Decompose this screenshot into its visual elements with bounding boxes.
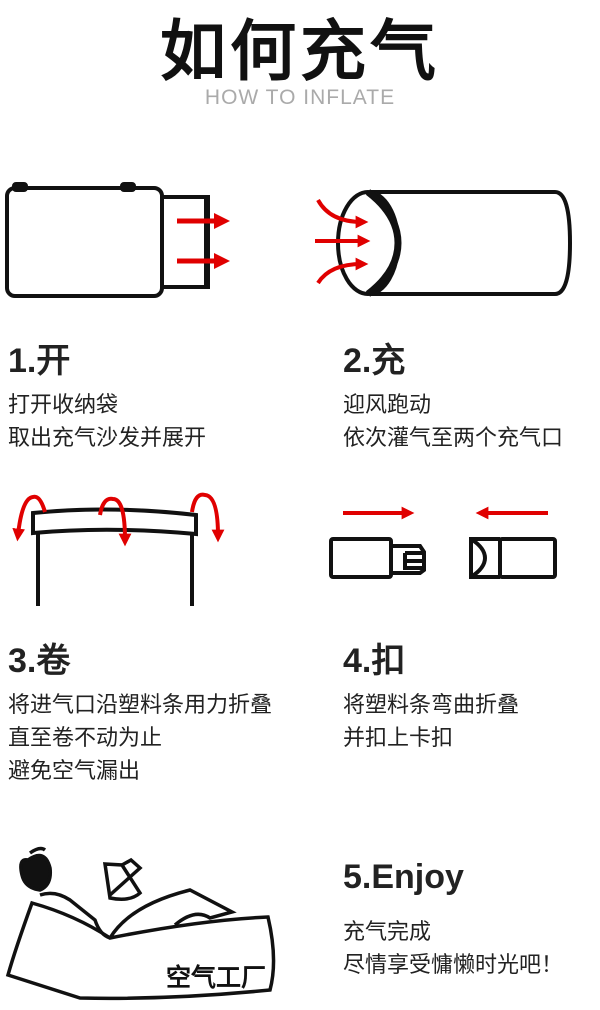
step-4-line: 并扣上卡扣 <box>343 726 454 751</box>
step-3-line: 将进气口沿塑料条用力折叠 <box>8 693 273 718</box>
step-3-line: 直至卷不动为止 <box>8 726 163 751</box>
step-2-title: 2.充 <box>343 342 406 380</box>
step-4-title: 4.扣 <box>343 642 406 680</box>
step-1-line: 取出充气沙发并展开 <box>8 426 207 451</box>
step-3-body: 将进气口沿塑料条用力折叠 直至卷不动为止 避免空气漏出 <box>8 689 272 788</box>
sofa-logo-text: 空气工厂 <box>166 963 266 992</box>
bag-open-illustration <box>5 182 231 298</box>
page-title: 如何充气 <box>160 13 440 90</box>
step-5-line: 尽情享受慵懒时光吧！ <box>343 953 564 978</box>
step-1-line: 打开收纳袋 <box>8 393 119 418</box>
step-5-title: 5.Enjoy <box>343 858 464 896</box>
buckle-illustration <box>329 506 557 579</box>
tube-inflate-illustration <box>315 189 573 297</box>
step-2-body: 迎风跑动 依次灌气至两个充气口 <box>343 389 563 455</box>
step-2-line: 依次灌气至两个充气口 <box>343 426 564 451</box>
step-5-line: 充气完成 <box>343 920 432 945</box>
step-2-line: 迎风跑动 <box>343 393 432 418</box>
step-1-body: 打开收纳袋 取出充气沙发并展开 <box>8 389 206 455</box>
step-5-body: 充气完成 尽情享受慵懒时光吧！ <box>343 916 563 982</box>
step-4-body: 将塑料条弯曲折叠 并扣上卡扣 <box>343 689 519 755</box>
step-4-line: 将塑料条弯曲折叠 <box>343 693 520 718</box>
page-subtitle: HOW TO INFLATE <box>204 86 396 109</box>
relaxing-person-illustration <box>5 846 276 1001</box>
roll-illustration <box>12 492 225 606</box>
step-3-line: 避免空气漏出 <box>8 759 141 784</box>
step-3-title: 3.卷 <box>8 642 71 680</box>
step-1-title: 1.开 <box>8 342 71 380</box>
